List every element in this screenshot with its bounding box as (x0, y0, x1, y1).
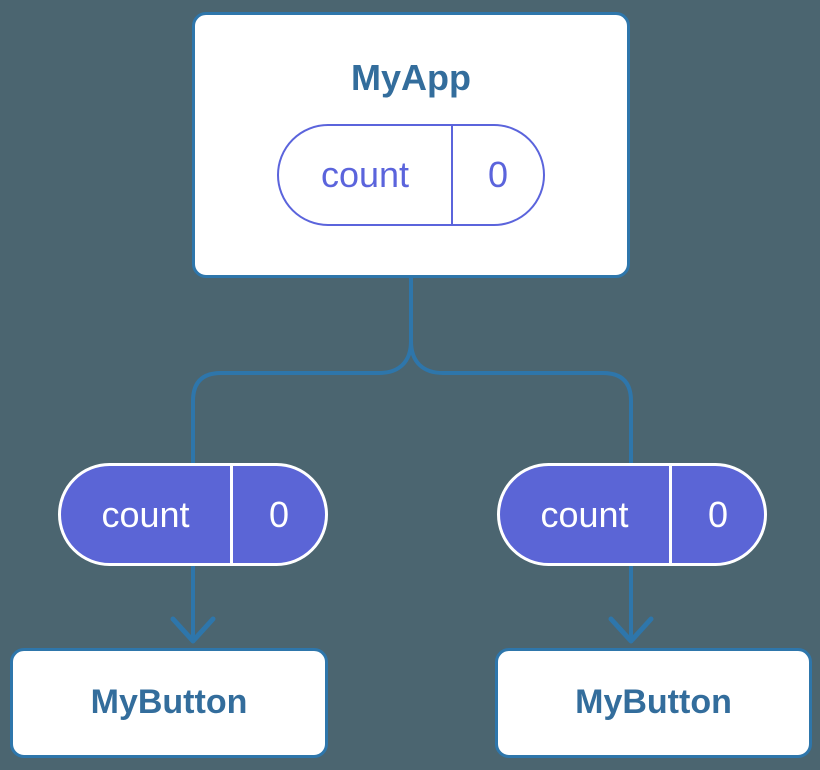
node-mybutton-right: MyButton (495, 648, 812, 758)
state-pill-myapp: count 0 (277, 124, 545, 227)
node-myapp: MyApp count 0 (192, 12, 630, 278)
node-mybutton-left: MyButton (10, 648, 328, 758)
node-myapp-title: MyApp (351, 57, 471, 98)
branch-left-line (191, 340, 413, 638)
arrowhead-right-icon (608, 616, 654, 644)
state-pill-myapp-name: count (320, 154, 410, 196)
prop-pill-left-value: 0 (230, 466, 325, 563)
node-mybutton-left-title: MyButton (90, 683, 248, 722)
prop-pill-left-name: count (101, 493, 190, 535)
state-pill-myapp-value: 0 (451, 126, 543, 225)
branch-right-line (409, 340, 633, 638)
prop-pill-right-name: count (540, 493, 629, 535)
prop-pill-right-value: 0 (669, 466, 764, 563)
arrowhead-left-icon (170, 616, 216, 644)
prop-pill-right: count 0 (497, 463, 767, 566)
prop-pill-left: count 0 (58, 463, 328, 566)
node-mybutton-right-title: MyButton (575, 683, 732, 722)
